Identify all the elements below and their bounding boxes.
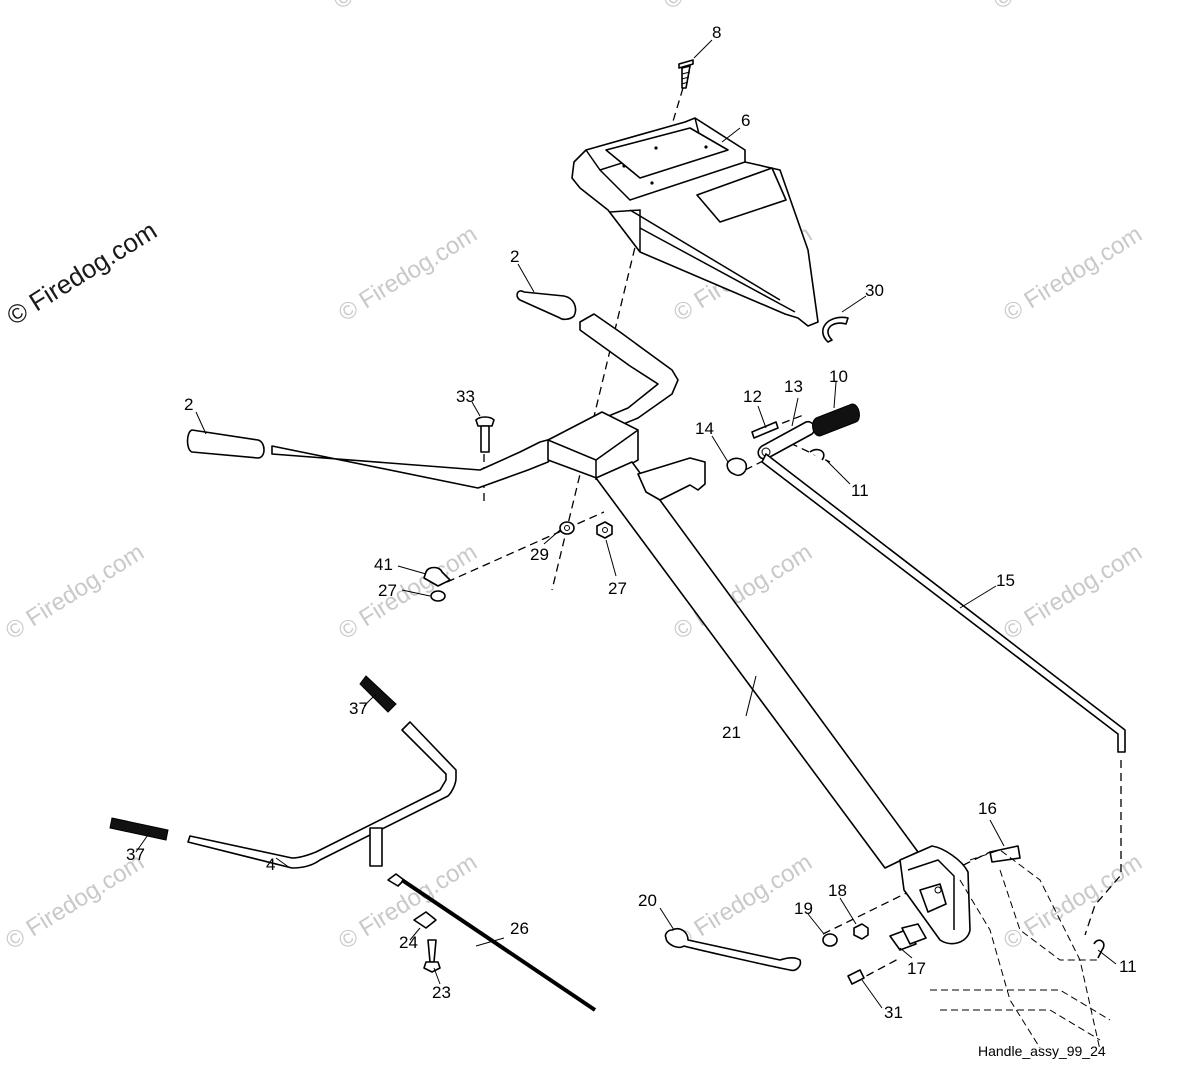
callout-23: 23 bbox=[432, 983, 451, 1002]
callout-27: 27 bbox=[608, 579, 627, 598]
callout-29: 29 bbox=[530, 545, 549, 564]
watermark: © Firedog.com bbox=[1, 539, 149, 645]
control-pivot-assembly bbox=[726, 403, 860, 477]
callout-37: 37 bbox=[349, 699, 368, 718]
callout-37: 37 bbox=[126, 845, 145, 864]
watermark-main: © Firedog.com bbox=[1, 215, 162, 331]
watermark: © Firedog.com bbox=[999, 849, 1147, 955]
callout-14: 14 bbox=[695, 419, 714, 438]
watermark: © Firedog.com bbox=[334, 221, 482, 327]
callout-13: 13 bbox=[784, 377, 803, 396]
callout-2: 2 bbox=[184, 395, 193, 414]
main-handle-tube-part-21 bbox=[547, 411, 971, 945]
watermark: © Firedog.com bbox=[334, 539, 482, 645]
callout-15: 15 bbox=[996, 571, 1015, 590]
callout-31: 31 bbox=[884, 1003, 903, 1022]
callout-21: 21 bbox=[722, 723, 741, 742]
callout-16: 16 bbox=[978, 799, 997, 818]
callout-26: 26 bbox=[510, 919, 529, 938]
callout-6: 6 bbox=[741, 111, 750, 130]
callout-30: 30 bbox=[865, 281, 884, 300]
watermark: © Firedog.com bbox=[329, 0, 477, 15]
watermark: © Firedog.com bbox=[999, 539, 1147, 645]
watermark: © Firedog.com bbox=[989, 0, 1137, 15]
watermark: © Firedog.com bbox=[659, 0, 807, 15]
grip-part-2-right bbox=[516, 290, 577, 321]
callout-2: 2 bbox=[510, 247, 519, 266]
callout-33: 33 bbox=[456, 387, 475, 406]
grip-part-2-left bbox=[186, 429, 265, 459]
callout-19: 19 bbox=[794, 899, 813, 918]
callout-27: 27 bbox=[378, 581, 397, 600]
shift-rod-part-15 bbox=[761, 453, 1126, 753]
ghost-tiller-frame bbox=[930, 849, 1111, 1051]
small-hardware bbox=[423, 521, 613, 602]
cable-part-26 bbox=[387, 873, 597, 1012]
callout-12: 12 bbox=[743, 387, 762, 406]
watermark: © Firedog.com bbox=[1, 849, 149, 955]
callout-labels: 8 6 30 2 33 2 12 13 10 14 11 41 27 29 27… bbox=[126, 23, 1137, 1022]
diagram-caption: Handle_assy_99_24 bbox=[978, 1043, 1106, 1059]
callout-11: 11 bbox=[1119, 957, 1137, 976]
lower-linkage bbox=[664, 845, 1105, 985]
carriage-bolt-part-33 bbox=[475, 416, 495, 453]
callout-17: 17 bbox=[907, 959, 926, 978]
callout-24: 24 bbox=[399, 933, 418, 952]
callout-11: 11 bbox=[851, 481, 869, 500]
console-cover bbox=[571, 117, 819, 327]
bail-part-4 bbox=[109, 675, 457, 869]
clip-part-30 bbox=[822, 316, 849, 343]
leader-lines bbox=[135, 39, 1117, 1009]
callout-10: 10 bbox=[829, 367, 848, 386]
callout-20: 20 bbox=[638, 891, 657, 910]
callout-18: 18 bbox=[828, 881, 847, 900]
callout-41: 41 bbox=[374, 555, 393, 574]
watermark-grid: © Firedog.com © Firedog.com © Firedog.co… bbox=[1, 0, 1147, 955]
watermark: © Firedog.com bbox=[999, 221, 1147, 327]
callout-4: 4 bbox=[266, 855, 275, 874]
callout-8: 8 bbox=[712, 23, 721, 42]
screw-part-8 bbox=[678, 59, 694, 89]
